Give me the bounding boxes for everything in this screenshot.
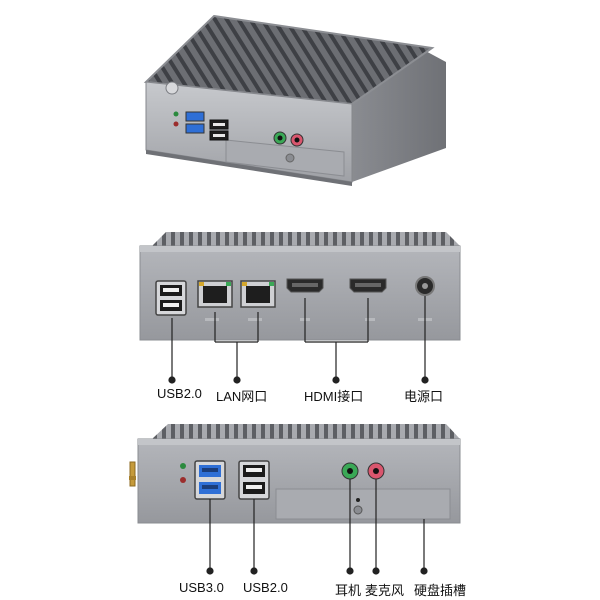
usb-port-icon xyxy=(194,460,226,500)
callout-lines-rear xyxy=(168,296,429,384)
hdmi-port-icon xyxy=(286,278,324,293)
ethernet-port-icon xyxy=(240,280,276,308)
usb-port-icon xyxy=(155,280,187,316)
hdmi-port-icon xyxy=(349,278,387,293)
label-usb3-front: USB3.0 xyxy=(179,580,224,595)
usb-port-icon xyxy=(185,111,205,134)
usb-port-icon xyxy=(238,460,270,500)
label-lan: LAN网口 xyxy=(216,389,268,404)
callout-lines-front xyxy=(206,479,428,575)
ethernet-port-icon xyxy=(197,280,233,308)
label-hdd-slot: 硬盘插槽 xyxy=(414,583,467,598)
label-usb2-rear: USB2.0 xyxy=(157,386,202,401)
label-usb2-front: USB2.0 xyxy=(243,580,288,595)
label-power: 电源口 xyxy=(404,389,444,404)
audio-jack-icon xyxy=(341,462,359,480)
antenna-icon xyxy=(129,461,136,487)
label-hdmi: HDMI接口 xyxy=(304,389,364,404)
front-view xyxy=(129,424,461,524)
label-microphone: 麦克风 xyxy=(365,583,405,598)
rear-view xyxy=(139,232,461,341)
hdd-slot-cover xyxy=(275,488,451,520)
power-jack-icon xyxy=(415,276,435,296)
label-earphone: 耳机 xyxy=(335,583,362,598)
usb-port-icon xyxy=(209,119,229,141)
audio-jack-icon xyxy=(367,462,385,480)
power-button xyxy=(165,81,179,95)
top-isometric-view xyxy=(143,14,446,186)
